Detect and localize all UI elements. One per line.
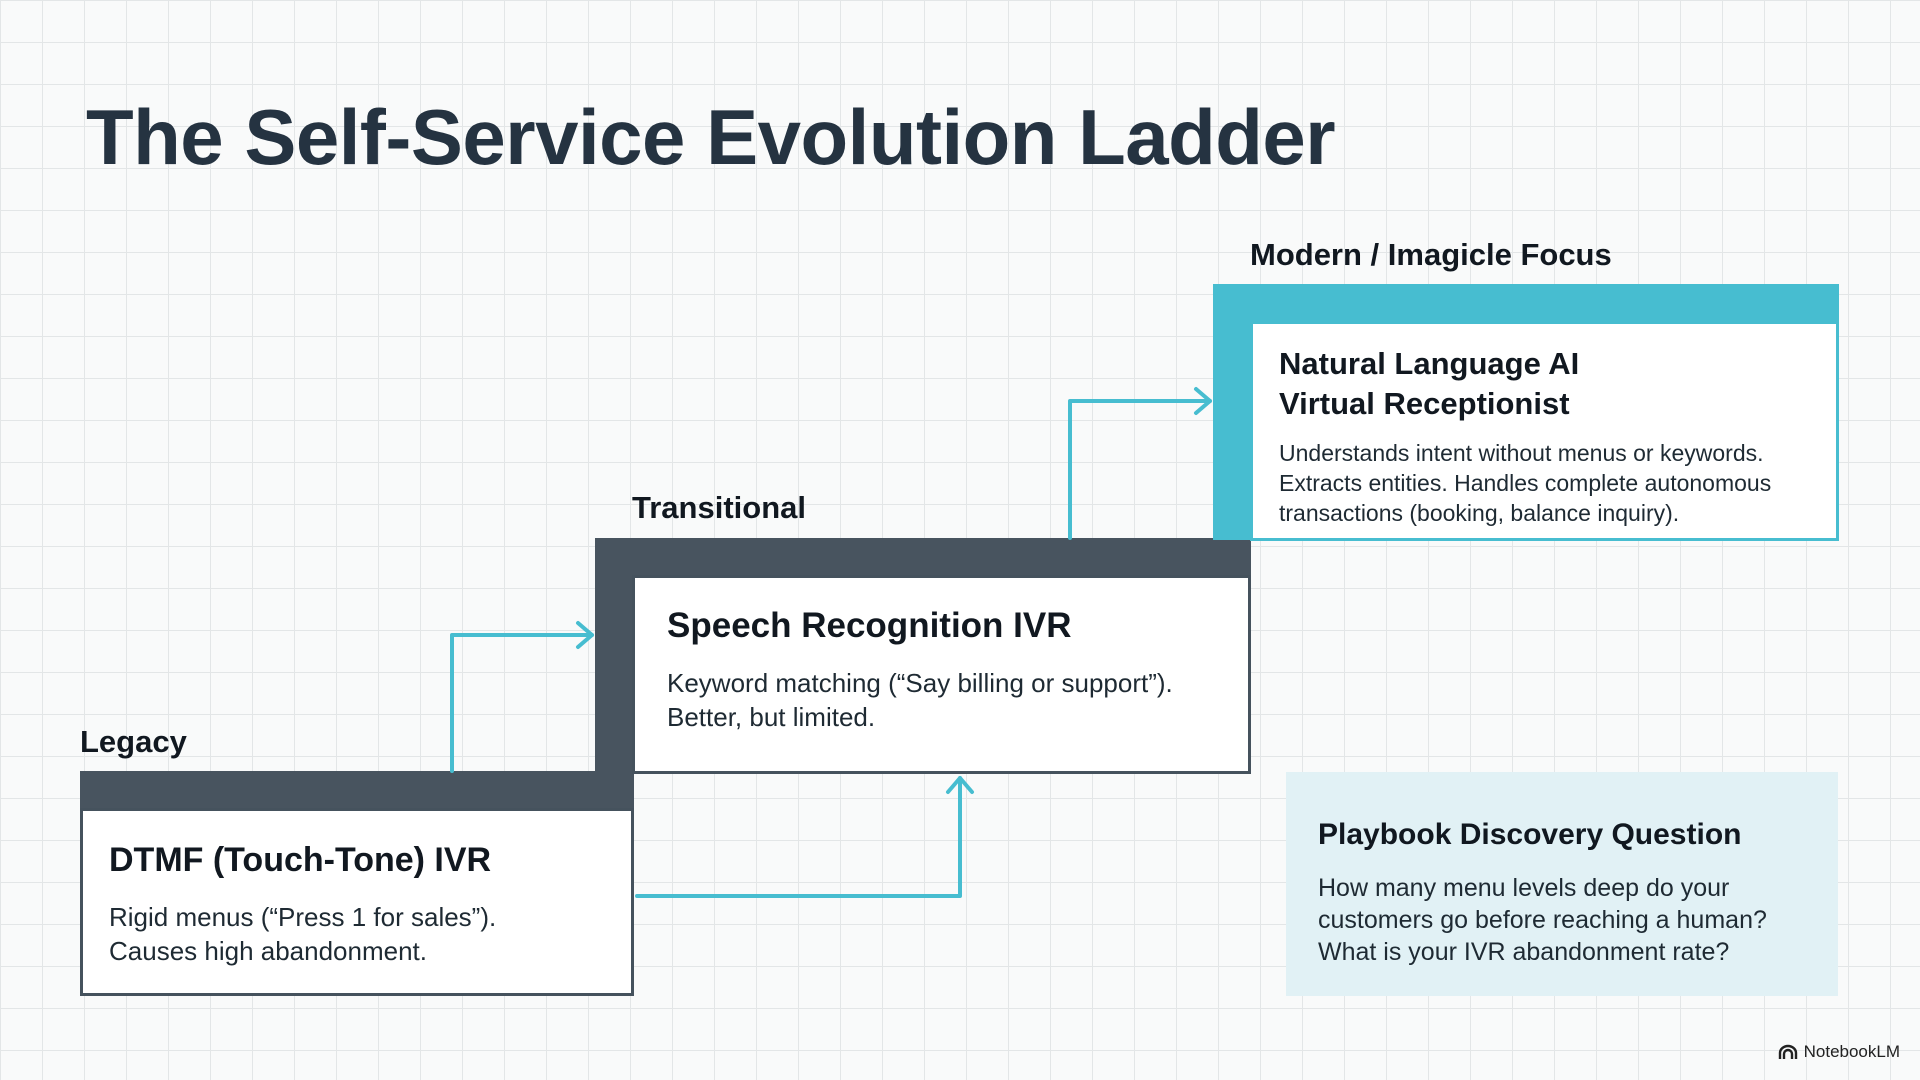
transitional-card: Speech Recognition IVR Keyword matching …	[632, 575, 1251, 774]
arrow-legacy-to-speech-card	[635, 776, 962, 898]
playbook-heading: Playbook Discovery Question	[1318, 818, 1742, 851]
transitional-heading: Speech Recognition IVR	[667, 606, 1072, 645]
notebooklm-logo-icon	[1778, 1044, 1797, 1059]
playbook-question: How many menu levels deep do your custom…	[1318, 874, 1767, 966]
legacy-card: DTMF (Touch-Tone) IVR Rigid menus (“Pres…	[80, 808, 634, 996]
modern-heading: Natural Language AI Virtual Receptionist	[1279, 346, 1580, 421]
modern-step-riser	[1213, 284, 1253, 540]
stage-label-modern: Modern / Imagicle Focus	[1250, 237, 1612, 272]
arrowhead-legacy-to-transitional	[576, 621, 594, 649]
page-title: The Self-Service Evolution Ladder	[86, 93, 1336, 181]
legacy-step-bar	[80, 771, 634, 811]
notebooklm-watermark: NotebookLM	[1778, 1042, 1900, 1062]
transitional-description: Keyword matching (“Say billing or suppor…	[667, 668, 1173, 732]
arrowhead-legacy-to-speech-card	[946, 776, 974, 794]
watermark-text: NotebookLM	[1803, 1042, 1900, 1061]
arrow-legacy-to-transitional	[450, 633, 594, 773]
arrow-transitional-to-modern	[1068, 399, 1212, 540]
transitional-step-riser	[595, 538, 635, 774]
legacy-heading: DTMF (Touch-Tone) IVR	[109, 841, 492, 879]
modern-step-bar	[1213, 284, 1839, 324]
modern-card: Natural Language AI Virtual Receptionist…	[1250, 321, 1839, 541]
modern-description: Understands intent without menus or keyw…	[1279, 440, 1772, 526]
arrowhead-transitional-to-modern	[1194, 387, 1212, 415]
stage-label-transitional: Transitional	[632, 490, 806, 525]
stage-label-legacy: Legacy	[80, 724, 187, 759]
playbook-discovery-box: Playbook Discovery Question How many men…	[1286, 772, 1838, 996]
legacy-description: Rigid menus (“Press 1 for sales”). Cause…	[109, 902, 497, 966]
transitional-step-bar	[595, 538, 1251, 578]
